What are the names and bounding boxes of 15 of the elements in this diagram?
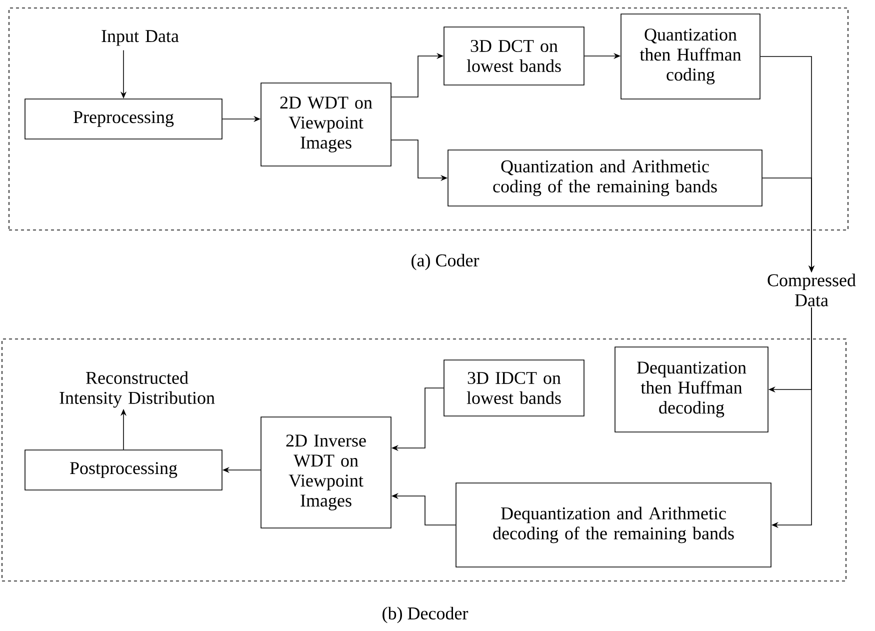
output-label: Reconstructed Intensity Distribution <box>60 371 215 408</box>
process-box: Quantization then Huffman coding <box>620 14 760 100</box>
group-label: (b) Decoder <box>382 606 468 624</box>
process-box: 3D DCT on lowest bands <box>444 26 584 86</box>
process-box: Dequantization then Huffman decoding <box>614 346 768 432</box>
process-box: Dequantization and Arithmetic decoding of the remaining bands <box>456 482 772 568</box>
group-label: (a) Coder <box>412 254 480 270</box>
process-box: 3D IDCT on lowest bands <box>444 360 584 416</box>
process-box: 2D WDT on Viewpoint Images <box>260 82 392 166</box>
output-label: Compressed Data <box>768 274 856 306</box>
input-label: Input Data <box>102 30 179 46</box>
process-box: 2D Inverse WDT on Viewpoint Images <box>260 416 392 528</box>
process-box: Postprocessing <box>24 450 222 490</box>
process-box: Quantization and Arithmetic coding of the remaining bands <box>448 150 762 206</box>
process-box: Preprocessing <box>24 98 222 140</box>
